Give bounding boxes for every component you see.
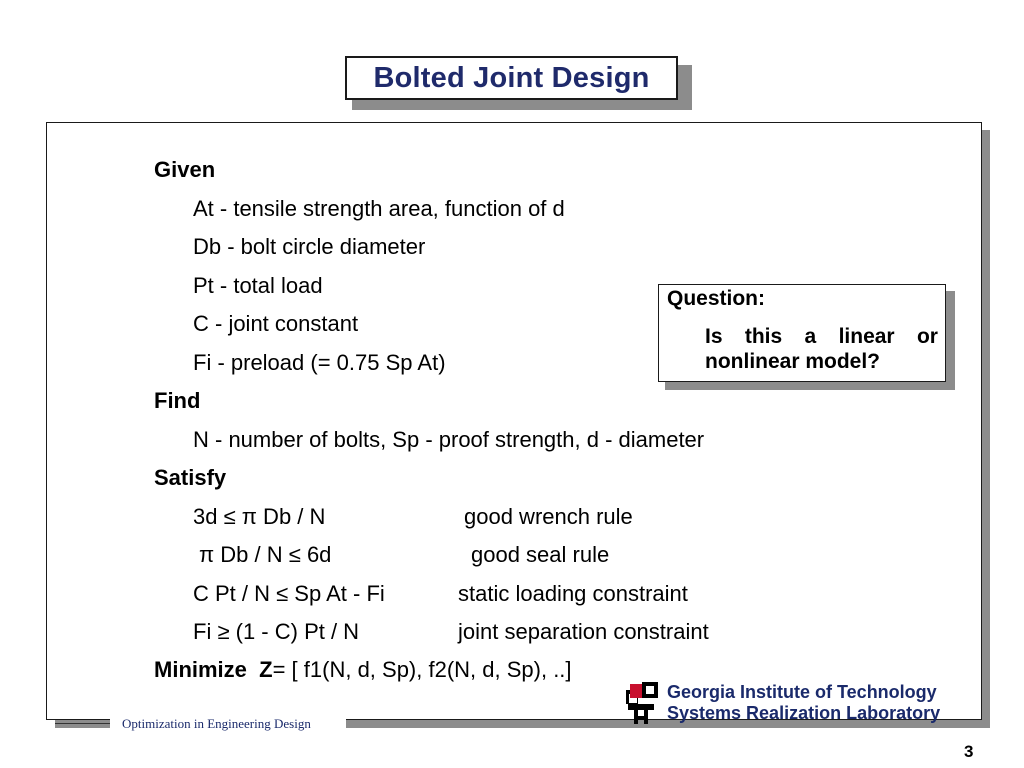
gt-logo-icon	[626, 682, 658, 724]
constraint-expr: π Db / N ≤ 6d	[199, 542, 332, 567]
minimize-line: Minimize Z= [ f1(N, d, Sp), f2(N, d, Sp)…	[154, 657, 572, 683]
question-word: or	[916, 325, 938, 348]
course-name: Optimization in Engineering Design	[122, 716, 311, 731]
satisfy-heading: Satisfy	[154, 465, 227, 490]
given-item: Fi - preload (= 0.75 Sp At)	[193, 350, 446, 375]
question-word: this	[744, 325, 783, 348]
constraint-expr: Fi ≥ (1 - C) Pt / N	[193, 619, 360, 644]
question-box	[658, 284, 946, 382]
slide-title: Bolted Joint Design	[373, 61, 650, 94]
minimize-heading: Minimize	[154, 657, 247, 682]
find-heading: Find	[154, 388, 201, 413]
question-word: Is	[705, 325, 723, 348]
org-name: Georgia Institute of Technology	[667, 682, 937, 702]
given-item: Db - bolt circle diameter	[193, 234, 426, 259]
constraint-expr: C Pt / N ≤ Sp At - Fi	[193, 581, 385, 606]
constraint-desc: good wrench rule	[464, 504, 633, 529]
constraint-desc: static loading constraint	[458, 581, 688, 606]
given-item: C - joint constant	[193, 311, 359, 336]
constraint-desc: joint separation constraint	[458, 619, 709, 644]
content-panel	[46, 122, 982, 720]
question-word: a	[804, 325, 817, 348]
constraint-expr: 3d ≤ π Db / N	[193, 504, 326, 529]
footer-label-bg	[110, 716, 346, 736]
title-box: Bolted Joint Design	[345, 56, 678, 100]
given-item: At - tensile strength area, function of …	[193, 196, 565, 221]
constraint-desc: good seal rule	[471, 542, 610, 567]
find-item: N - number of bolts, Sp - proof strength…	[193, 427, 705, 452]
question-title: Question:	[667, 287, 765, 310]
objective-var: Z	[259, 657, 273, 682]
objective-expr: = [ f1(N, d, Sp), f2(N, d, Sp), ..]	[272, 657, 572, 682]
question-word: linear	[838, 325, 895, 348]
lab-name: Systems Realization Laboratory	[667, 703, 941, 723]
question-line-2: nonlinear model?	[705, 350, 881, 373]
given-item: Pt - total load	[193, 273, 323, 298]
question-line-1: Is this a linear or	[705, 325, 938, 349]
given-heading: Given	[154, 157, 216, 182]
page-number: 3	[964, 742, 974, 761]
